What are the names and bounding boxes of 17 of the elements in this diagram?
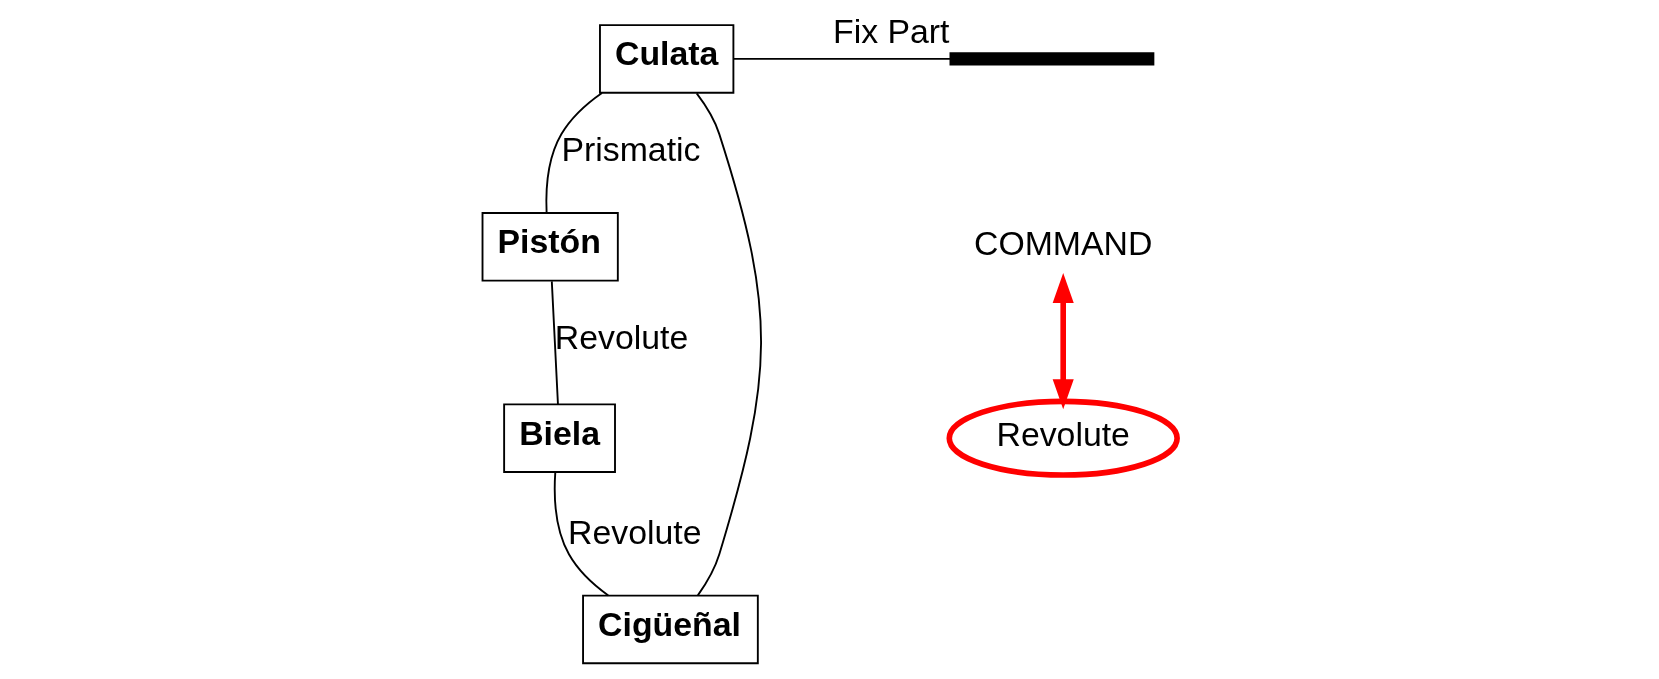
node-box: Cigüeñal bbox=[581, 594, 759, 665]
arrow bbox=[1052, 272, 1074, 410]
connector bbox=[553, 471, 609, 597]
connector bbox=[544, 92, 603, 214]
edge-label: Revolute bbox=[554, 318, 688, 357]
node-ground bbox=[949, 52, 1154, 66]
node-box: Biela bbox=[502, 403, 616, 473]
edge-label: Revolute bbox=[567, 512, 701, 551]
node-ellipse: Revolute bbox=[945, 398, 1180, 478]
connector bbox=[732, 58, 951, 60]
edge-label: Prismatic bbox=[560, 130, 700, 169]
node-box: Pistón bbox=[481, 212, 619, 282]
connector bbox=[550, 280, 559, 405]
connector bbox=[695, 92, 762, 597]
node-box: Culata bbox=[598, 24, 734, 94]
node-text: COMMAND bbox=[973, 224, 1152, 263]
node-label: Fix Part bbox=[832, 11, 949, 50]
